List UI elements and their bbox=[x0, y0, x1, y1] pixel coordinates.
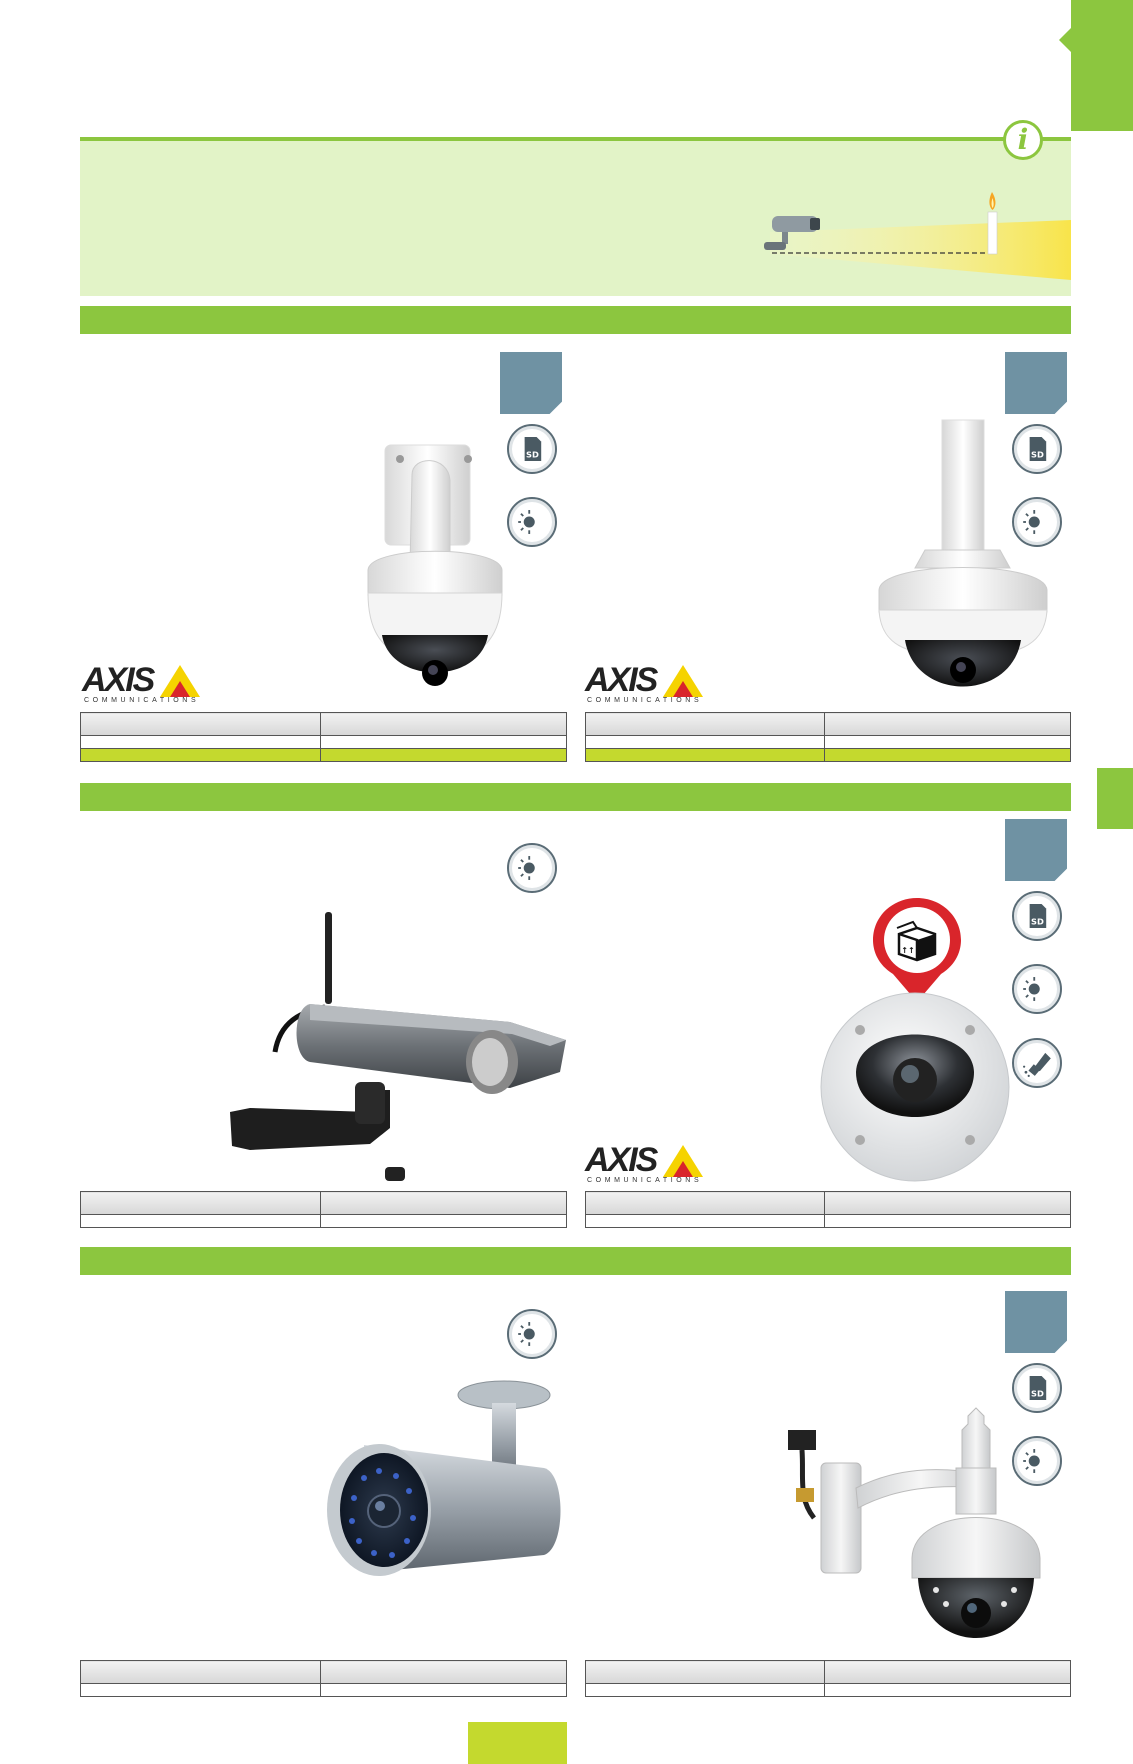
spec-header-cell bbox=[585, 712, 825, 736]
section-bar-1 bbox=[80, 306, 1071, 334]
price-cell bbox=[585, 748, 825, 762]
package-box-icon: ↑↑ bbox=[873, 898, 961, 1002]
ir-bullet-camera bbox=[327, 1380, 561, 1576]
spec-cell bbox=[320, 1683, 567, 1697]
spec-table bbox=[585, 1191, 1071, 1228]
product-badge bbox=[500, 352, 562, 414]
day-night-icon bbox=[507, 843, 557, 893]
camera-ir-range-illustration bbox=[764, 192, 1071, 280]
spec-cell bbox=[824, 1214, 1071, 1228]
side-index-tab[interactable] bbox=[1097, 768, 1133, 829]
info-box bbox=[80, 141, 1071, 296]
outdoor-ptz-wall-mount bbox=[788, 1407, 1041, 1638]
spec-header-cell bbox=[824, 1660, 1071, 1684]
svg-text:SD: SD bbox=[1031, 449, 1044, 459]
day-night-icon bbox=[507, 497, 557, 547]
vandal-proof-icon bbox=[1012, 1038, 1062, 1088]
spec-header-cell bbox=[320, 712, 567, 736]
page-number-box bbox=[468, 1722, 567, 1764]
product-badge bbox=[1005, 352, 1067, 414]
axis-logo: AXIS COMMUNICATIONS bbox=[585, 661, 703, 704]
chapter-tab[interactable] bbox=[1071, 0, 1133, 131]
day-night-icon bbox=[507, 1309, 557, 1359]
spec-header-cell bbox=[824, 1191, 1071, 1215]
price-cell bbox=[320, 748, 567, 762]
spec-table bbox=[80, 1191, 567, 1228]
spec-header-cell bbox=[80, 712, 321, 736]
spec-cell bbox=[824, 1683, 1071, 1697]
spec-header-cell bbox=[80, 1191, 321, 1215]
spec-table bbox=[80, 712, 567, 762]
price-cell bbox=[824, 748, 1071, 762]
svg-text:SD: SD bbox=[1031, 1388, 1044, 1398]
svg-text:↑↑: ↑↑ bbox=[901, 946, 914, 955]
spec-header-cell bbox=[585, 1660, 825, 1684]
section-bar-2 bbox=[80, 783, 1071, 811]
spec-header-cell bbox=[320, 1660, 567, 1684]
spec-header-cell bbox=[824, 712, 1071, 736]
sd-card-icon: SD bbox=[1012, 424, 1062, 474]
wireless-bullet-camera bbox=[230, 912, 566, 1181]
spec-cell bbox=[585, 1214, 825, 1228]
spec-cell bbox=[585, 1683, 825, 1697]
axis-ptz-dome-pendant bbox=[878, 419, 1048, 687]
spec-table bbox=[585, 1660, 1071, 1697]
spec-cell bbox=[585, 735, 825, 749]
spec-cell bbox=[320, 735, 567, 749]
section-bar-3 bbox=[80, 1247, 1071, 1275]
spec-cell bbox=[80, 1214, 321, 1228]
sd-card-icon: SD bbox=[507, 424, 557, 474]
spec-cell bbox=[80, 735, 321, 749]
product-badge bbox=[1005, 1291, 1067, 1353]
svg-text:SD: SD bbox=[1031, 916, 1044, 926]
spec-table bbox=[585, 712, 1071, 762]
day-night-icon bbox=[1012, 497, 1062, 547]
spec-cell bbox=[320, 1214, 567, 1228]
info-box-top-rule bbox=[80, 137, 1071, 141]
spec-cell bbox=[824, 735, 1071, 749]
day-night-icon bbox=[1012, 1436, 1062, 1486]
sd-card-icon: SD bbox=[1012, 1363, 1062, 1413]
axis-ptz-dome-wall-mount bbox=[367, 444, 503, 686]
spec-header-cell bbox=[585, 1191, 825, 1215]
spec-cell bbox=[80, 1683, 321, 1697]
spec-table bbox=[80, 1660, 567, 1697]
axis-logo: AXIS COMMUNICATIONS bbox=[585, 1141, 703, 1184]
info-icon[interactable]: i bbox=[1003, 120, 1043, 160]
axis-vandal-dome bbox=[820, 992, 1010, 1182]
svg-text:SD: SD bbox=[526, 449, 539, 459]
spec-header-cell bbox=[320, 1191, 567, 1215]
price-cell bbox=[80, 748, 321, 762]
sd-card-icon: SD bbox=[1012, 891, 1062, 941]
spec-header-cell bbox=[80, 1660, 321, 1684]
chapter-tab-pointer bbox=[1059, 27, 1072, 53]
day-night-icon bbox=[1012, 964, 1062, 1014]
axis-logo: AXIS COMMUNICATIONS bbox=[82, 661, 200, 704]
product-badge bbox=[1005, 819, 1067, 881]
